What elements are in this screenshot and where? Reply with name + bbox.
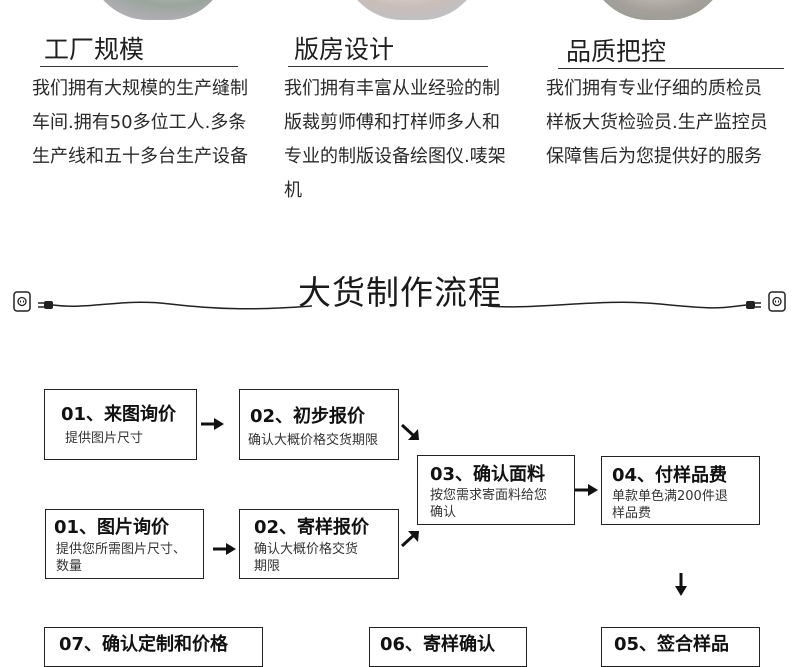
quality-photo — [588, 0, 728, 20]
factory-photo — [88, 0, 228, 20]
text-line: 专业的制版设备绘图仪.唛架 — [284, 146, 506, 167]
socket-icon — [768, 291, 786, 312]
pattern-room-text: 我们拥有丰富从业经验的制 版裁剪师傅和打样师多人和 专业的制版设备绘图仪.唛架 … — [284, 72, 528, 208]
arrow-down-right-icon — [400, 423, 419, 440]
step-title: 02、寄样报价 — [254, 517, 370, 538]
step-desc-line: 期限 — [254, 559, 281, 574]
text-line: 我们拥有大规模的生产缝制 — [32, 78, 248, 99]
step-desc-line: 单款单色满200件退 — [612, 489, 728, 504]
step-06-sample-confirm: 06、寄样确认 — [369, 627, 527, 667]
text-line: 机 — [284, 180, 302, 201]
step-desc: 单款单色满200件退 样品费 — [612, 488, 728, 522]
step-desc: 按您需求寄面料给您 确认 — [430, 487, 547, 521]
arrow-right-icon — [575, 484, 598, 496]
quality-control-text: 我们拥有专业仔细的质检员 样板大货检验员.生产监控员 保障售后为您提供好的服务 — [546, 72, 790, 174]
step-desc: 提供您所需图片尺寸、 数量 — [56, 541, 186, 575]
text-line: 我们拥有专业仔细的质检员 — [546, 78, 762, 99]
quality-control-title: 品质把控 — [566, 37, 667, 66]
step-desc-line: 确认大概价格交货 — [254, 542, 359, 557]
step-desc-line: 提供您所需图片尺寸、 — [56, 542, 187, 557]
divider — [288, 66, 488, 67]
step-title: 05、签合样品 — [614, 634, 730, 655]
step-title: 01、来图询价 — [61, 404, 177, 425]
step-03-confirm-fabric: 03、确认面料 按您需求寄面料给您 确认 — [417, 455, 575, 525]
step-desc: 确认大概价格交货 期限 — [254, 541, 358, 575]
step-02-mail-sample-quote: 02、寄样报价 确认大概价格交货 期限 — [239, 509, 399, 579]
step-title: 07、确认定制和价格 — [59, 634, 229, 655]
step-desc-line: 样品费 — [612, 506, 652, 521]
socket-icon — [13, 291, 31, 312]
text-line: 我们拥有丰富从业经验的制 — [284, 78, 500, 99]
step-title: 04、付样品费 — [612, 465, 728, 486]
text-line: 版裁剪师傅和打样师多人和 — [284, 112, 500, 133]
factory-scale-text: 我们拥有大规模的生产缝制 车间.拥有50多位工人.多条 生产线和五十多台生产设备 — [32, 72, 270, 174]
text-line: 车间.拥有50多位工人.多条 — [32, 112, 247, 133]
step-01-image-inquiry: 01、来图询价 提供图片尺寸 — [44, 389, 197, 460]
plug-icon — [746, 301, 761, 309]
step-05-sign-sample: 05、签合样品 — [601, 627, 760, 667]
step-desc-line: 确认 — [430, 505, 457, 520]
step-title: 01、图片询价 — [54, 517, 170, 538]
step-desc-line: 数量 — [56, 559, 83, 574]
step-title: 02、初步报价 — [250, 406, 366, 427]
design-photo — [342, 0, 482, 20]
step-02-initial-quote: 02、初步报价 确认大概价格交货期限 — [239, 389, 399, 460]
step-07-confirm-customization: 07、确认定制和价格 — [44, 627, 263, 667]
factory-scale-title: 工厂规模 — [44, 35, 145, 64]
divider — [40, 66, 238, 67]
arrow-right-icon — [201, 418, 224, 430]
plug-cable-decoration — [13, 291, 786, 312]
step-01-picture-inquiry: 01、图片询价 提供您所需图片尺寸、 数量 — [45, 509, 204, 579]
process-title: 大货制作流程 — [298, 273, 502, 312]
step-desc: 确认大概价格交货期限 — [248, 433, 379, 448]
arrow-up-right-icon — [400, 531, 419, 548]
step-desc-line: 按您需求寄面料给您 — [430, 488, 548, 503]
text-line: 样板大货检验员.生产监控员 — [546, 112, 768, 133]
text-line: 保障售后为您提供好的服务 — [546, 146, 762, 167]
plug-icon — [38, 301, 53, 309]
arrow-down-icon — [675, 573, 687, 596]
step-04-sample-fee: 04、付样品费 单款单色满200件退 样品费 — [601, 456, 760, 525]
arrow-right-icon — [213, 543, 236, 555]
step-desc: 提供图片尺寸 — [65, 431, 144, 446]
text-line: 生产线和五十多台生产设备 — [32, 146, 248, 167]
pattern-room-title: 版房设计 — [294, 35, 395, 64]
step-title: 06、寄样确认 — [380, 634, 496, 655]
step-title: 03、确认面料 — [430, 464, 546, 485]
divider — [558, 68, 784, 69]
